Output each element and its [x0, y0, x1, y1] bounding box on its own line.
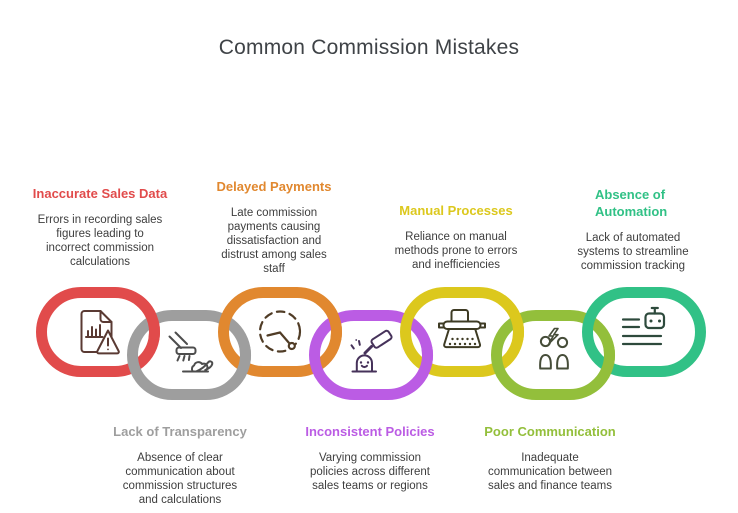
item-block-delayed-payments: Delayed Payments Late commission payment…: [201, 178, 347, 276]
item-heading: Manual Processes: [399, 203, 513, 218]
chain-weave-patch: [589, 347, 615, 392]
people-conflict-icon: [539, 327, 569, 370]
item-block-inconsistent-policies: Inconsistent Policies Varying commission…: [291, 423, 449, 493]
item-block-inaccurate-sales-data: Inaccurate Sales Data Errors in recordin…: [20, 185, 180, 269]
item-heading: Delayed Payments: [216, 179, 332, 194]
delayed-clock-icon: [258, 310, 302, 353]
item-description: Late commission payments causing dissati…: [221, 207, 327, 275]
chain-weave-patch: [225, 347, 251, 392]
typewriter-icon: [438, 309, 486, 349]
item-block-poor-communication: Poor Communication Inadequate communicat…: [471, 423, 629, 493]
item-description: Reliance on manual methods prone to erro…: [394, 231, 518, 271]
chain-weave-patch: [407, 347, 433, 392]
item-heading: Inaccurate Sales Data: [32, 186, 168, 201]
item-description: Errors in recording sales figures leadin…: [37, 214, 163, 268]
item-block-lack-of-transparency: Lack of Transparency Absence of clear co…: [100, 423, 260, 507]
chain-weave-patch: [498, 295, 524, 340]
chain-weave-patch: [316, 295, 342, 340]
item-heading: Poor Communication: [484, 424, 616, 439]
item-description: Varying commission policies across diffe…: [310, 452, 430, 492]
chain-link-absence-of-automation: [582, 287, 706, 377]
gavel-mole-icon: [350, 329, 393, 373]
item-description: Absence of clear communication about com…: [122, 452, 238, 506]
item-block-absence-of-automation: Absence of Automation Lack of automated …: [565, 186, 701, 273]
item-block-manual-processes: Manual Processes Reliance on manual meth…: [374, 202, 538, 272]
item-description: Inadequate communication between sales a…: [487, 452, 613, 492]
automation-robot-list-icon: [621, 306, 666, 346]
sweep-under-rug-icon: [168, 331, 214, 373]
chain-weave-patch: [134, 295, 160, 340]
item-heading: Inconsistent Policies: [305, 424, 435, 439]
sales-report-warning-icon: [80, 310, 120, 355]
page-title: Common Commission Mistakes: [218, 36, 520, 59]
item-heading: Lack of Transparency: [113, 424, 247, 439]
item-heading: Absence of Automation: [595, 187, 668, 219]
item-description: Lack of automated systems to streamline …: [577, 232, 689, 272]
